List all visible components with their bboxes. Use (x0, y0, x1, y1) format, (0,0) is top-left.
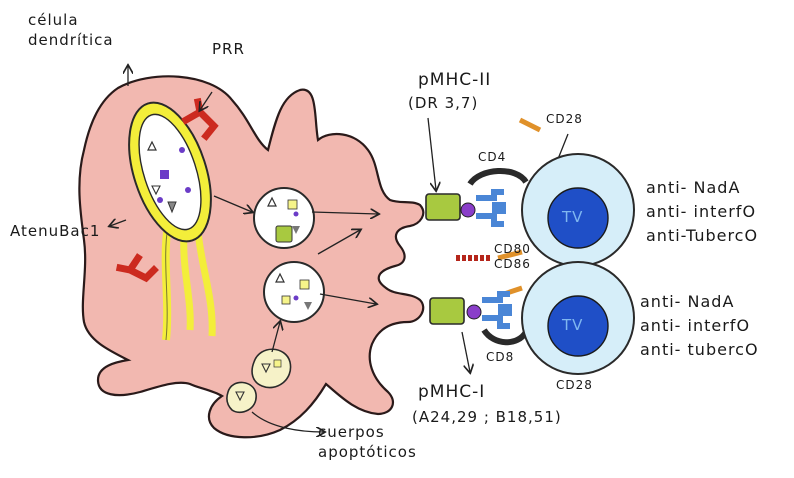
phagosome-top (254, 188, 314, 248)
label-cd86: CD86 (494, 257, 531, 271)
label-atenubac: AtenuBac1 (10, 222, 100, 240)
label-prr: PRR (212, 40, 245, 58)
label-tcell-top: TV (562, 208, 583, 226)
antibody-list-bottom: anti- NadA anti- interfO anti- tubercO (640, 290, 759, 362)
antibody-item: anti- NadA (640, 290, 759, 314)
label-pmhc2: pMHC-II (418, 70, 491, 90)
label-pmhc1-alleles: (A24,29 ; B18,51) (412, 408, 562, 426)
antibody-list-top: anti- NadA anti- interfO anti-TubercO (646, 176, 758, 248)
antibody-item: anti- NadA (646, 176, 758, 200)
label-cd8: CD8 (486, 350, 514, 364)
label-pmhc2-alleles: (DR 3,7) (408, 94, 478, 112)
label-cd28-top: CD28 (546, 112, 583, 126)
label-cd4: CD4 (478, 150, 506, 164)
label-apoptotic-bodies: cuerpos apoptóticos (318, 422, 417, 462)
antibody-item: anti- interfO (646, 200, 758, 224)
label-cd28-bottom: CD28 (556, 378, 593, 392)
label-cd80: CD80 (494, 242, 531, 256)
antibody-item: anti- tubercO (640, 338, 759, 362)
antibody-item: anti-TubercO (646, 224, 758, 248)
label-dendritic-cell: célula dendrítica (28, 10, 114, 50)
synapse-mhc2 (426, 171, 526, 224)
synapse-mhc1 (430, 294, 526, 342)
phagosome-bottom (264, 262, 324, 322)
label-tcell-bottom: TV (562, 316, 583, 334)
label-pmhc1: pMHC-I (418, 382, 485, 402)
antibody-item: anti- interfO (640, 314, 759, 338)
